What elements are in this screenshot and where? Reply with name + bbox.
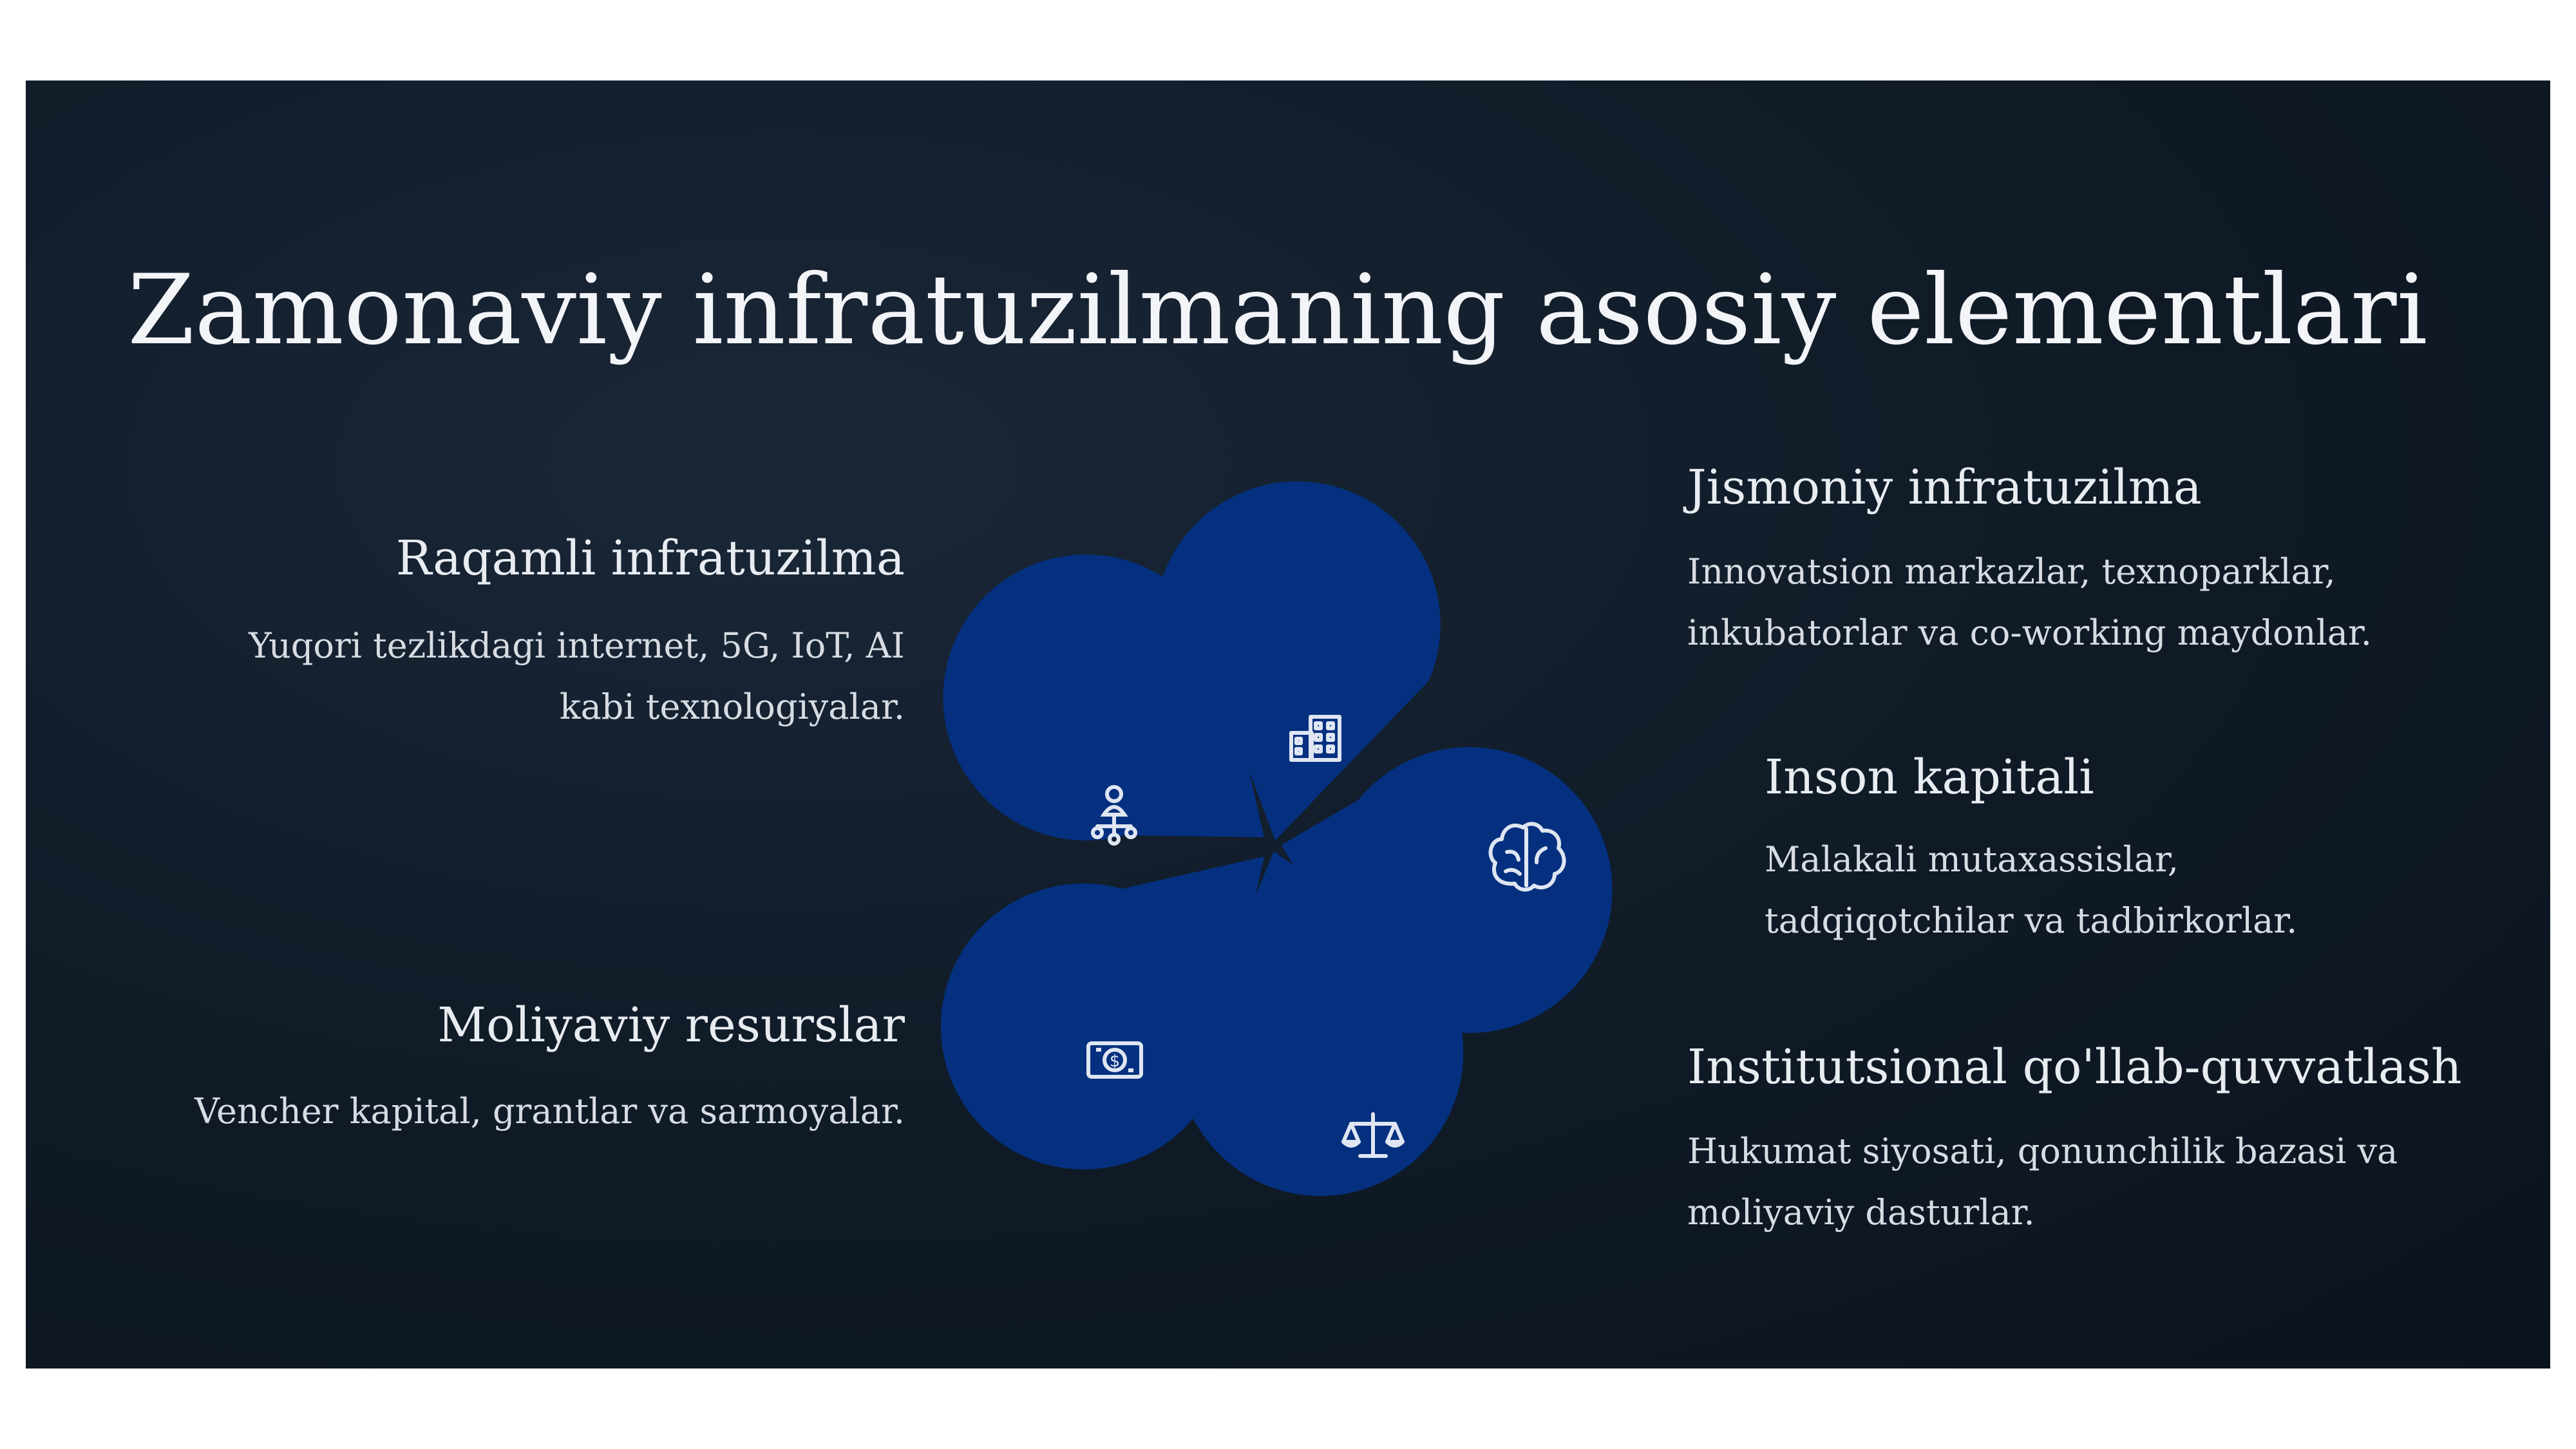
- flower-diagram: $: [940, 481, 1613, 1197]
- money-icon: [1086, 1041, 1143, 1079]
- petal-institutional[interactable]: [1177, 851, 1464, 1197]
- scales-icon: [1341, 1112, 1405, 1158]
- item-title-physical: Jismoniy infratuzilma: [1687, 460, 2202, 515]
- item-desc-physical: Innovatsion markazlar, texnoparklar, ink…: [1687, 551, 2372, 653]
- item-title-institutional: Institutsional qo'llab-quvvatlash: [1687, 1039, 2462, 1095]
- item-desc-institutional: Hukumat siyosati, qonunchilik bazasi va …: [1687, 1131, 2398, 1233]
- item-desc-digital: Yuqori tezlikdagi internet, 5G, IoT, AI …: [249, 625, 905, 727]
- item-desc-financial: Vencher kapital, grantlar va sarmoyalar.: [194, 1091, 905, 1132]
- buildings-icon: [1289, 715, 1341, 762]
- page-title: Zamonaviy infratuzilmaning asosiy elemen…: [128, 254, 2428, 366]
- petal-physical[interactable]: [1154, 481, 1441, 840]
- item-desc-human: Malakali mutaxassislar, tadqiqotchilar v…: [1765, 839, 2298, 941]
- money-icon-dollar: $: [1110, 1052, 1121, 1071]
- petal-financial[interactable]: [940, 857, 1264, 1170]
- petal-digital[interactable]: [943, 554, 1264, 841]
- item-title-digital: Raqamli infratuzilma: [395, 531, 905, 586]
- item-title-financial: Moliyaviy resurslar: [437, 998, 905, 1053]
- slide: Zamonaviy infratuzilmaning asosiy elemen…: [26, 80, 2550, 1368]
- item-title-human: Inson kapitali: [1765, 750, 2094, 805]
- brain-icon: [1488, 822, 1566, 892]
- network-person-icon: [1091, 785, 1137, 846]
